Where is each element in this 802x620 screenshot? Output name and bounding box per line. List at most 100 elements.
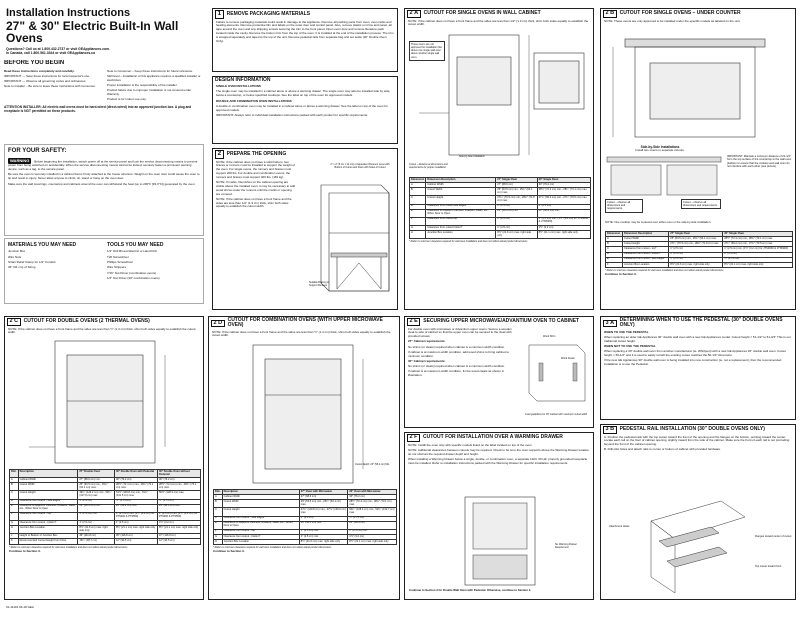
s2e-27-b: If cabinet is at maximum width condition… — [408, 349, 510, 358]
table-header: Description — [17, 468, 79, 479]
s2c-note: NOTE: If the cabinet does not have a fro… — [8, 326, 196, 335]
wood-shim-label: Wood Shim — [543, 335, 556, 338]
table-cell: Cutout Height — [221, 507, 300, 517]
section-letter: E — [414, 318, 418, 324]
callout-not-approved: These ovens are not approved for install… — [409, 41, 445, 61]
s3a-h2: WHEN NOT TO USE THE PEDESTAL — [604, 343, 656, 348]
section-letter: A — [414, 10, 419, 16]
section-number: 2 — [409, 10, 413, 16]
design-double-text: A double or combination oven may be inst… — [216, 103, 388, 112]
doc-title: Installation Instructions — [6, 7, 131, 19]
header: Installation Instructions 27" & 30" Elec… — [6, 7, 204, 55]
s2f-fig-label: Six Warming Drawer Requirement — [555, 543, 577, 549]
section-number: 1 — [215, 10, 224, 19]
table-cell: Clearance from cutout - bottom* — [17, 519, 79, 527]
table-header: 30" Double Oven without Pedestal — [156, 468, 202, 479]
table-cell: 1½" (3.2 cm) — [536, 224, 592, 232]
s2f-continue: Continue to Section 3 for Double Wall Ov… — [409, 588, 532, 592]
section-number: 2 — [9, 318, 13, 324]
s3b-pb: B. Drill pilot holes and attach rails to… — [604, 447, 722, 452]
table-cell: Cutout Height — [425, 195, 497, 205]
table-cell: 49¾" (126.2 cm) min., 50¼" (127.6 cm) ma… — [77, 490, 115, 500]
section-design-info: DESIGN INFORMATION SINGLE OVEN INSTALLAT… — [212, 76, 398, 144]
table-cell: B — [408, 187, 427, 197]
section-number: 3 — [605, 319, 609, 326]
table-cell: H — [408, 230, 427, 240]
s2d-continue: Continue to Section 3. — [213, 549, 245, 554]
section-number: 2 — [605, 10, 609, 16]
s2b-side-heading: Side-by-Side Installations — [640, 145, 680, 149]
cleat-diagram: Wood Shim Wood Cleats — [523, 335, 591, 411]
section-number: 2 — [409, 318, 413, 324]
section-title: CUTOUT FOR COMBINATION OVENS (WITH UPPER… — [227, 317, 383, 329]
s2b-cutout-left: Cutout – observe all dimensions and requ… — [605, 199, 643, 213]
table-cell: 8½" (21.1 cm) max. right side only — [347, 539, 397, 546]
table-cell: 1½" (3.2 cm) — [156, 519, 202, 527]
table-cell: B — [9, 482, 19, 492]
top-cutout-label: Top cutout toward front — [755, 565, 782, 568]
tool-item: 1/4" Nut Driver (30" combination ovens) — [107, 275, 160, 280]
before-important-2: IMPORTANT — Observe all governing codes … — [4, 79, 87, 83]
table-cell: 51½" (130.8 cm) min., 51¾" (131.5 cm) ma… — [113, 490, 158, 500]
s2e-p1: For double oven with microwave or Advant… — [408, 326, 512, 339]
table-header: 30" Double Oven with Pedestal — [113, 468, 158, 479]
s2a-note: NOTE: If the cabinet does not have a fro… — [408, 18, 589, 27]
combination-oven-diagram: Cutout Depth: 23" (58.4 cm) Min. — [223, 343, 393, 487]
tool-item: 7/16" Nut Driver (combination ovens) — [107, 270, 157, 275]
section-title: CUTOUT FOR SINGLE OVENS – UNDER COUNTER — [619, 10, 741, 17]
section-3a-pedestal-when: 3 A DETERMINING WHEN TO USE THE PEDESTAL … — [600, 316, 796, 420]
s2b-side-text: Install two ovens in separate cutouts. — [635, 148, 685, 152]
table-cell: 8½" (21.6 cm) max. right side only — [298, 539, 349, 546]
table-cell: 1" (2.5 cm) min. — [77, 511, 115, 521]
tools-title: TOOLS YOU MAY NEED — [107, 242, 164, 248]
before-note-consumer: Note to Consumer – Keep these instructio… — [107, 68, 194, 73]
section-title: REMOVE PACKAGING MATERIALS — [226, 10, 311, 17]
bracing-label: Suitable Bracing to Support Runners — [309, 281, 330, 287]
section-materials: MATERIALS YOU MAY NEED Junction Box Wire… — [4, 238, 204, 304]
materials-title: MATERIALS YOU MAY NEED — [8, 242, 77, 248]
table-cell: B — [213, 499, 223, 509]
section-2f-warming-drawer: 2 F CUTOUT FOR INSTALLATION OVER A WARMIN… — [404, 432, 594, 600]
table-cell: 1" (2.5 cm) — [495, 216, 538, 226]
section-number: 2 — [409, 434, 413, 440]
before-note-installer: Note to Installer – Be sure to leave the… — [4, 84, 96, 89]
table-cell: 8½" (21.1 cm) max. right side only — [156, 525, 202, 535]
table-cell: H — [9, 525, 19, 535]
table-cell: F — [408, 216, 427, 226]
section-title: CUTOUT FOR INSTALLATION OVER A WARMING D… — [422, 434, 563, 441]
s2e-fig-caption: Load guidelines for 30" cabinet with max… — [525, 413, 588, 416]
table-cell: 25" (63.5 cm) min., 25¼" (64.1 cm) max. — [77, 482, 115, 492]
table-cell: Cutout Height — [17, 490, 79, 500]
table-cell: C — [9, 490, 19, 500]
before-skill: Skill level – Installation of this appli… — [107, 73, 201, 82]
table-cell: Cutout Width — [17, 482, 79, 492]
wood-cleats-label: Wood Cleats — [561, 357, 575, 360]
safety-p1: Before beginning the installation, switc… — [8, 159, 198, 171]
s2e-30-b: If cabinet is at maximum width condition… — [408, 369, 505, 378]
section-safety: FOR YOUR SAFETY: WARNING Before beginnin… — [4, 144, 204, 236]
section-letter: A — [610, 319, 615, 326]
table-cell: 12" (30.5 cm) — [113, 538, 158, 545]
table-cell: Clearance from cutout - top* — [17, 511, 79, 521]
section-title: DETERMINING WHEN TO USE THE PEDESTAL (30… — [619, 317, 783, 329]
s2e-30-heading: 30" Cabinet requirements: — [408, 358, 446, 363]
table-cell: G — [408, 224, 427, 232]
tool-item: Wire Strippers — [107, 265, 127, 270]
section-number: 2 — [215, 150, 224, 159]
table-cell: D — [408, 203, 427, 210]
s2b-important: IMPORTANT: Maintain a minimum distance o… — [727, 155, 792, 169]
section-letter: B — [610, 426, 615, 432]
table-cell: 50½" (128.3 cm) max. — [156, 490, 202, 500]
before-proper: Proper installation is the responsibilit… — [107, 82, 178, 87]
doc-subtitle: 27" & 30" Electric Built-In Wall Ovens — [6, 18, 179, 46]
section-letter: B — [610, 10, 615, 16]
section-letter: F — [414, 434, 418, 440]
